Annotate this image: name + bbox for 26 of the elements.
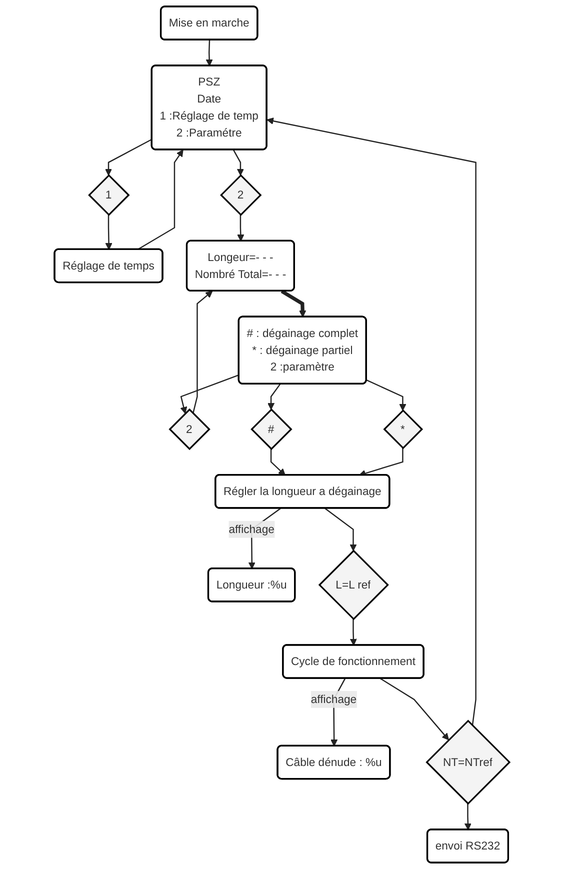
node-diamond: L=L ref bbox=[318, 550, 389, 620]
arrow bbox=[137, 150, 184, 250]
node-diamond: 2 bbox=[220, 174, 262, 216]
arrow bbox=[105, 214, 112, 250]
node-diamond: 2 bbox=[168, 408, 210, 450]
arrow bbox=[206, 40, 213, 66]
edge-label: affichage bbox=[310, 692, 357, 706]
arrow bbox=[266, 118, 476, 726]
node-diamond: # bbox=[250, 408, 292, 450]
arrow bbox=[237, 214, 244, 242]
arrow bbox=[104, 138, 152, 176]
arrow bbox=[270, 448, 286, 476]
node-diamond: NT=NTref bbox=[426, 720, 511, 805]
edge-label: affichage bbox=[228, 522, 274, 536]
node-diamond: 1 bbox=[88, 174, 130, 216]
node-diamond: * bbox=[383, 409, 424, 450]
arrow bbox=[324, 508, 357, 552]
arrow bbox=[280, 290, 306, 318]
arrow bbox=[380, 678, 450, 740]
arrow bbox=[366, 380, 406, 411]
arrow bbox=[464, 804, 472, 830]
arrow bbox=[192, 290, 213, 414]
arrow bbox=[180, 374, 240, 414]
arrow bbox=[267, 384, 281, 410]
arrow bbox=[350, 619, 357, 646]
arrow bbox=[232, 150, 244, 176]
